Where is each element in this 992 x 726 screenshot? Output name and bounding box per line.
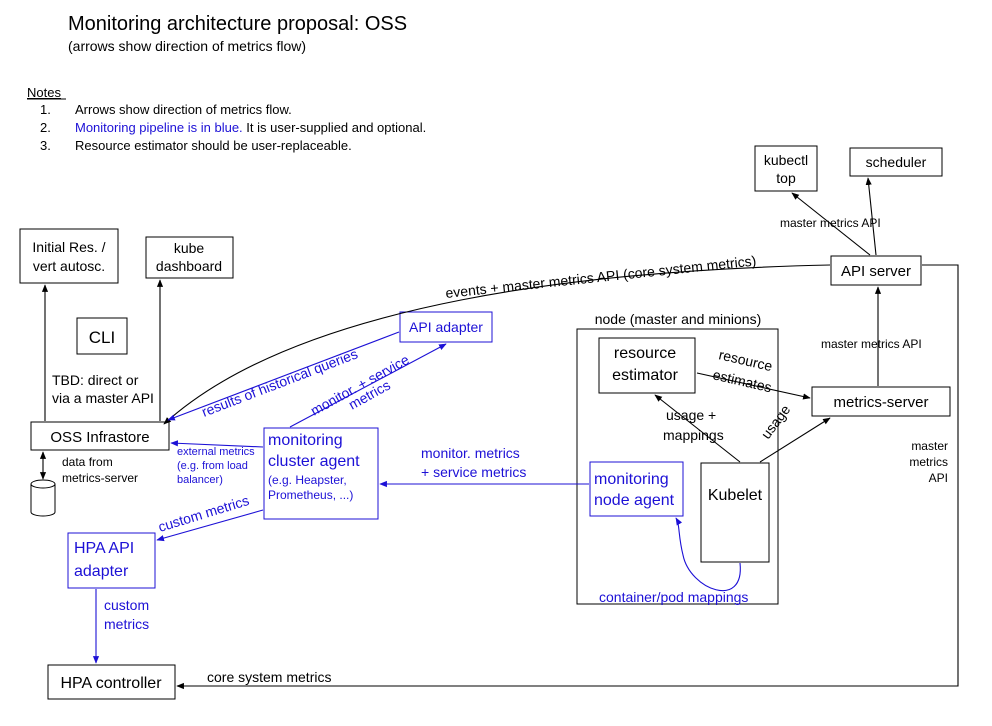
arrow-api-server-to-hpa-controller [176, 264, 959, 690]
note-text-black: Resource estimator should be user-replac… [75, 138, 352, 153]
label-custom-metrics-vert: custom [104, 597, 149, 613]
arrow-cluster-agent-to-infrastore [170, 440, 264, 448]
monitoring-node-agent-box [589, 461, 684, 517]
monitoring-cluster-agent-detail: Prometheus, ...) [268, 488, 353, 502]
note-text-blue: Monitoring pipeline is in blue. [75, 120, 243, 135]
arrow-kubelet-to-node-agent [675, 517, 741, 592]
label-master-metrics-api-vert: metrics [909, 455, 948, 469]
arrow-api-server-to-infrastore [163, 264, 831, 425]
monitoring-cluster-agent-detail: (e.g. Heapster, [268, 473, 347, 487]
label-master-metrics-api-vert: master [911, 439, 948, 453]
note-text: Arrows show direction of metrics flow. [75, 102, 292, 117]
cli-label: CLI [89, 328, 115, 347]
initial-res-box [19, 228, 119, 284]
metrics-server-box [811, 386, 951, 417]
label-usage: usage [758, 402, 794, 442]
database-icon [30, 479, 56, 517]
note-text: Resource estimator should be user-replac… [75, 138, 352, 153]
note-text-black: Arrows show direction of metrics flow. [75, 102, 292, 117]
kube-dashboard-label: dashboard [156, 258, 222, 274]
arrow-api-adapter-to-infrastore [167, 331, 400, 421]
initial-res-label: vert autosc. [33, 258, 105, 274]
note-number: 2. [40, 120, 51, 135]
arrow-to-kubectl-top [791, 192, 871, 256]
resource-estimator-label: resource [614, 345, 676, 362]
label-usage-mappings: usage + [666, 407, 716, 423]
metrics-server-label: metrics-server [833, 394, 928, 411]
label-data-from: metrics-server [62, 471, 138, 485]
arrow-kubelet-to-metrics-server [759, 417, 831, 463]
cli-box [76, 317, 128, 355]
monitoring-cluster-agent-label: monitoring [268, 432, 343, 449]
diagram-subtitle: (arrows show direction of metrics flow) [68, 38, 306, 54]
hpa-api-adapter-box [67, 532, 156, 589]
oss-infrastore-label: OSS Infrastore [50, 429, 149, 446]
hpa-api-adapter-label: HPA API [74, 540, 134, 557]
label-data-from: data from [62, 455, 113, 469]
resource-estimator-box [598, 337, 696, 394]
scheduler-label: scheduler [866, 154, 927, 170]
kubectl-top-label: kubectl [764, 152, 808, 168]
notes-heading: Notes [27, 85, 61, 100]
kubectl-top-label: top [776, 170, 796, 186]
label-master-metrics-api-right: master metrics API [821, 337, 922, 351]
kubelet-box [700, 462, 770, 563]
monitoring-cluster-agent-label: cluster agent [268, 453, 360, 470]
node-container-box [576, 328, 779, 605]
label-custom-metrics-vert: metrics [104, 616, 149, 632]
arrow-cluster-agent-to-hpa-adapter [156, 509, 264, 542]
label-master-metrics-api-top: master metrics API [780, 216, 881, 230]
label-monitor-metrics: + service metrics [421, 464, 526, 480]
label-results-historical: results of historical queries [199, 345, 359, 419]
oss-infrastore-box [30, 421, 170, 451]
api-server-label: API server [841, 263, 911, 280]
note-number: 3. [40, 138, 51, 153]
label-custom-metrics-diag: custom metrics [156, 492, 251, 535]
label-external-metrics: (e.g. from load [177, 460, 248, 472]
arrow-cluster-agent-to-api-adapter [289, 343, 447, 428]
kube-dashboard-label: kube [174, 240, 205, 256]
label-tbd: TBD: direct or [52, 372, 139, 388]
api-adapter-label: API adapter [409, 319, 483, 335]
label-events-master-metrics: events + master metrics API (core system… [445, 252, 757, 301]
label-core-system-metrics: core system metrics [207, 669, 331, 685]
label-master-metrics-api-vert: API [929, 471, 948, 485]
monitoring-node-agent-label: monitoring [594, 471, 669, 488]
label-container-pod-mappings: container/pod mappings [599, 589, 748, 605]
kube-dashboard-box [145, 236, 234, 279]
monitoring-cluster-agent-box [263, 427, 379, 520]
note-text-black: It is user-supplied and optional. [243, 120, 427, 135]
node-container-label: node (master and minions) [595, 311, 762, 327]
resource-estimator-label: estimator [612, 367, 678, 384]
arrow-to-scheduler [865, 177, 877, 256]
kubelet-label: Kubelet [708, 487, 763, 504]
scheduler-box [849, 147, 943, 177]
arrow-kubelet-to-estimator [654, 394, 741, 463]
hpa-controller-box [47, 664, 176, 700]
diagram-title: Monitoring architecture proposal: OSS [68, 13, 407, 35]
label-external-metrics: balancer) [177, 474, 223, 486]
hpa-controller-label: HPA controller [60, 675, 162, 692]
note-number: 1. [40, 102, 51, 117]
hpa-api-adapter-label: adapter [74, 563, 129, 580]
label-monitor-metrics: monitor. metrics [421, 445, 520, 461]
monitoring-node-agent-label: node agent [594, 492, 675, 509]
label-external-metrics: external metrics [177, 446, 255, 458]
kubectl-top-box [754, 145, 818, 192]
initial-res-label: Initial Res. / [32, 239, 105, 255]
label-usage-mappings: mappings [663, 427, 724, 443]
arrow-estimator-to-metrics-server [696, 372, 811, 400]
label-tbd: via a master API [52, 390, 154, 406]
api-server-box [830, 255, 922, 286]
api-adapter-box [399, 311, 493, 343]
note-text: Monitoring pipeline is in blue. It is us… [75, 120, 426, 135]
